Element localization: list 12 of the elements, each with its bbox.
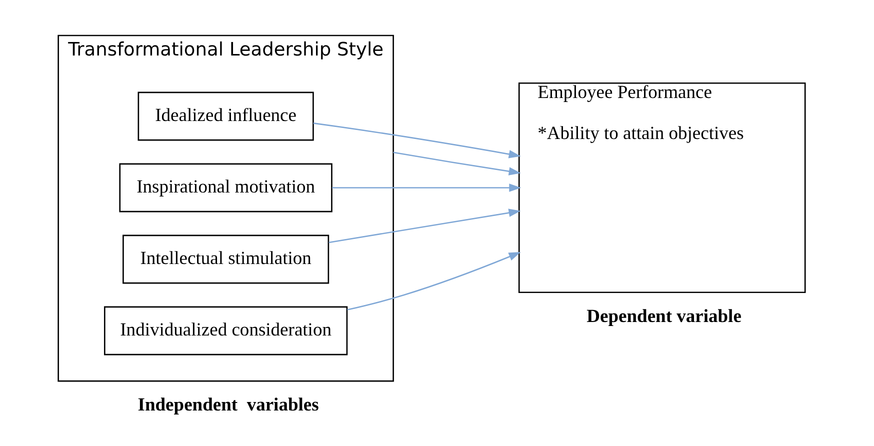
arrow (347, 252, 521, 310)
node-box: Employee Performance *Ability to attain objectives (518, 82, 806, 293)
arrow (332, 183, 522, 192)
node-box: Individualized consideration (104, 306, 348, 355)
node-box: Idealized influence (138, 91, 314, 140)
arrow (393, 151, 521, 175)
arrow (328, 208, 521, 243)
node-box: Inspirational motivation (119, 162, 332, 212)
node-box: Intellectual stimulation (122, 234, 330, 284)
arrow (313, 122, 521, 158)
node-label: Dependent variable (586, 305, 742, 326)
node-label: Independent variables (138, 394, 319, 415)
